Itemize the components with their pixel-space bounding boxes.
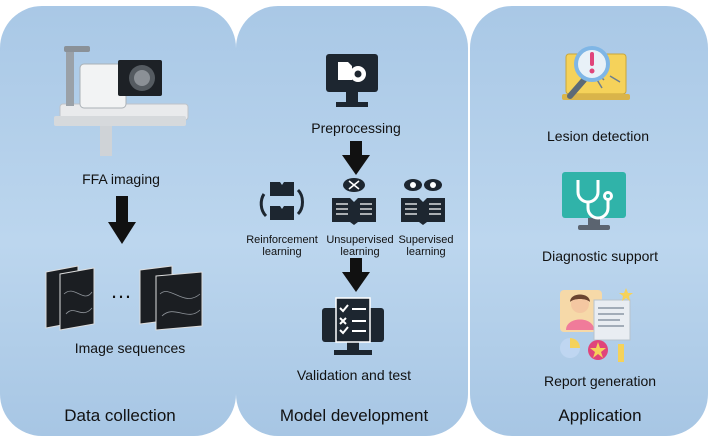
- method-label-line: Unsupervised: [326, 234, 394, 246]
- report-generation-icon: [560, 288, 633, 362]
- down-arrow-icon: [108, 196, 136, 244]
- image-sequence-icon: [45, 265, 203, 331]
- reinforcement-learning-icon: [259, 182, 304, 220]
- supervised-learning-label: Supervised learning: [392, 234, 460, 258]
- diagnostic-support-label: Diagnostic support: [542, 248, 658, 264]
- diagnostic-support-icon: [562, 172, 626, 230]
- validation-icon: [322, 297, 384, 355]
- down-arrow-icon: [342, 258, 370, 292]
- method-label-line: learning: [406, 246, 446, 258]
- preprocessing-icon: [326, 54, 378, 107]
- method-label-line: Supervised: [398, 234, 454, 246]
- data-collection-title: Data collection: [64, 406, 176, 425]
- preprocessing-label: Preprocessing: [311, 120, 401, 136]
- sequence-ellipsis: …: [110, 278, 132, 303]
- report-generation-label: Report generation: [543, 373, 657, 389]
- ffa-imaging-label: FFA imaging: [82, 171, 160, 187]
- lesion-detection-icon: [562, 46, 630, 100]
- method-label-line: learning: [340, 246, 380, 258]
- supervised-learning-icon: [401, 179, 445, 225]
- unsupervised-learning-label: Unsupervised learning: [322, 234, 398, 258]
- model-development-title: Model development: [279, 406, 429, 425]
- unsupervised-learning-icon: [332, 178, 376, 225]
- application-title: Application: [558, 406, 642, 425]
- reinforcement-learning-label: Reinforcement learning: [242, 234, 322, 258]
- method-label-line: learning: [262, 246, 302, 258]
- lesion-detection-label: Lesion detection: [547, 128, 649, 144]
- validation-and-test-label: Validation and test: [296, 367, 412, 383]
- method-label-line: Reinforcement: [246, 234, 318, 246]
- image-sequences-label: Image sequences: [74, 340, 186, 356]
- ffa-camera-icon: [54, 46, 189, 156]
- down-arrow-icon: [342, 141, 370, 175]
